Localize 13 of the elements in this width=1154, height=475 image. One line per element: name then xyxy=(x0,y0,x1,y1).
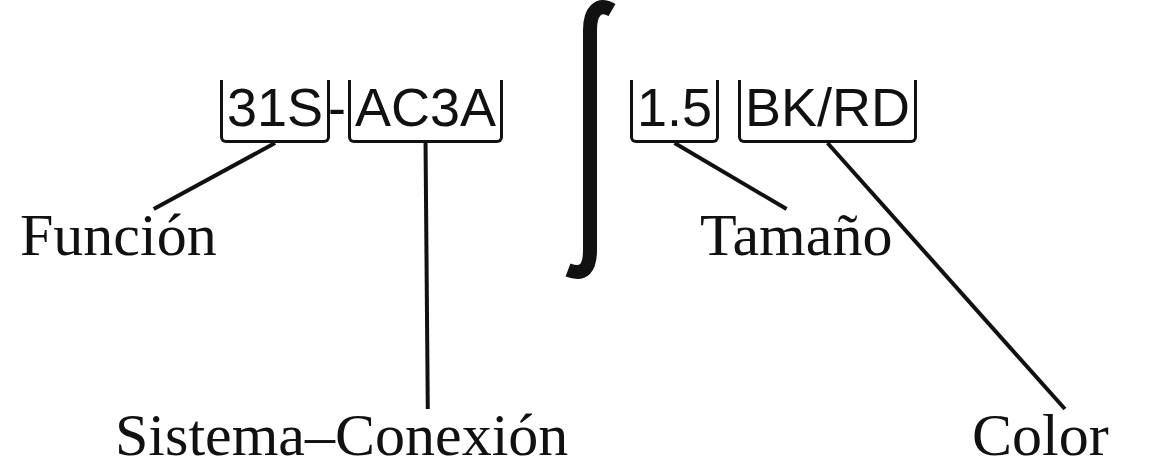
code-segment: 1.5 xyxy=(630,80,720,143)
code-segment: 31S xyxy=(220,80,331,143)
part-label: Tamaño xyxy=(700,205,893,265)
leader-line xyxy=(152,141,276,211)
leader-line xyxy=(826,141,1067,411)
part-label: Sistema–Conexión xyxy=(115,405,569,465)
leader-line xyxy=(673,141,788,211)
code-segment: AC3A xyxy=(348,80,504,143)
part-label: Color xyxy=(972,405,1109,465)
separator-text: - xyxy=(328,80,346,134)
part-label: Función xyxy=(20,205,217,265)
leader-line xyxy=(423,143,430,410)
code-segment: BK/RD xyxy=(738,80,918,143)
